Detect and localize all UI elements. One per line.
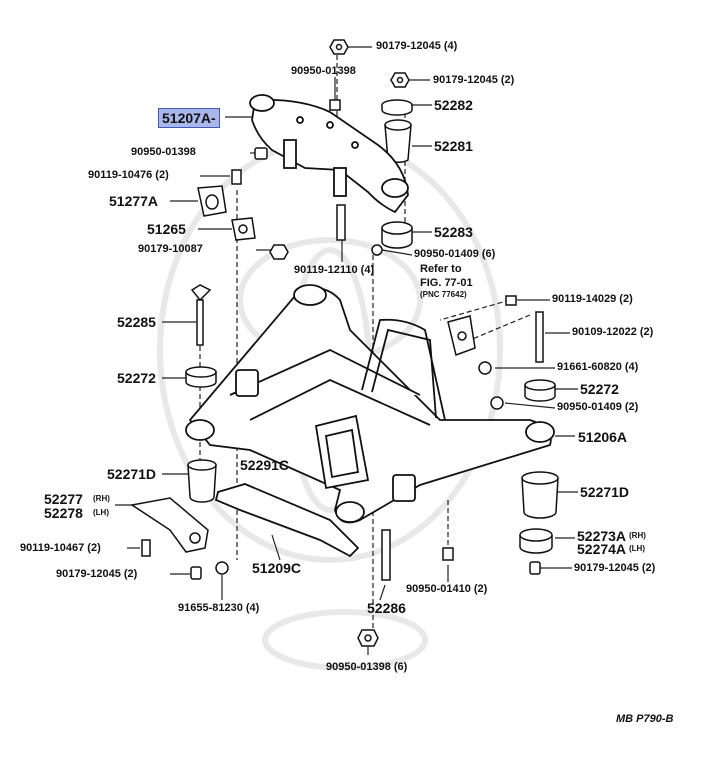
label-52274a: 52274A (577, 541, 627, 557)
label-52283: 52283 (434, 224, 473, 240)
brace-51209c (214, 483, 360, 558)
label-52286: 52286 (367, 600, 406, 616)
plate-52291c (314, 414, 370, 490)
label-90179-12045-2-right: 90179-12045 (2) (574, 562, 656, 574)
label-90119-12110: 90119-12110 (4) (294, 264, 375, 276)
label-52272-left: 52272 (117, 370, 156, 386)
label-90179-10087: 90179-10087 (138, 243, 203, 255)
label-91655-81230: 91655-81230 (4) (178, 602, 260, 614)
label-90179-12045-2-top: 90179-12045 (2) (433, 74, 515, 86)
hardware (130, 39, 559, 647)
label-52285: 52285 (117, 314, 156, 330)
label-90950-01398-6: 90950-01398 (6) (326, 661, 408, 673)
label-refer-to: Refer to (420, 263, 462, 275)
label-51277a: 51277A (109, 193, 159, 209)
label-52273a: 52273A (577, 528, 627, 544)
label-refer-pnc: (PNC 77642) (420, 290, 467, 299)
label-90950-01409-6: 90950-01409 (6) (414, 248, 496, 260)
label-refer-fig[interactable]: FIG. 77-01 (420, 277, 473, 289)
label-52271d-right: 52271D (580, 484, 630, 500)
label-52291c: 52291C (240, 457, 290, 473)
upper-mount-51207a (249, 94, 409, 214)
label-52271d-left: 52271D (107, 466, 157, 482)
label-52277-side: (RH) (93, 494, 110, 503)
label-52278: 52278 (44, 505, 83, 521)
label-51265: 51265 (147, 221, 186, 237)
figure-code: MB P790-B (616, 713, 674, 725)
label-51206a: 51206A (578, 429, 628, 445)
label-90950-01398-top: 90950-01398 (291, 65, 356, 77)
label-90179-12045-4: 90179-12045 (4) (376, 40, 458, 52)
label-90119-14029: 90119-14029 (2) (552, 293, 633, 305)
label-52281: 52281 (434, 138, 473, 154)
label-52273a-side: (RH) (629, 531, 646, 540)
label-52278-side: (LH) (93, 508, 109, 517)
label-90950-01409-2: 90950-01409 (2) (557, 401, 639, 413)
subframe-51206a (185, 284, 555, 524)
label-90179-12045-2-left: 90179-12045 (2) (56, 568, 138, 580)
label-90109-12022: 90109-12022 (2) (572, 326, 654, 338)
label-90119-10476: 90119-10476 (2) (88, 169, 169, 181)
label-52282: 52282 (434, 97, 473, 113)
label-51207a-highlighted[interactable]: 51207A- (158, 108, 220, 128)
label-52277: 52277 (44, 491, 83, 507)
label-90950-01398-left: 90950-01398 (131, 146, 196, 158)
label-52272-right: 52272 (580, 381, 619, 397)
label-51209c: 51209C (252, 560, 302, 576)
label-90119-10467: 90119-10467 (2) (20, 542, 101, 554)
label-90950-01410: 90950-01410 (2) (406, 583, 488, 595)
label-52274a-side: (LH) (629, 544, 645, 553)
label-91661-60820: 91661-60820 (4) (557, 361, 639, 373)
